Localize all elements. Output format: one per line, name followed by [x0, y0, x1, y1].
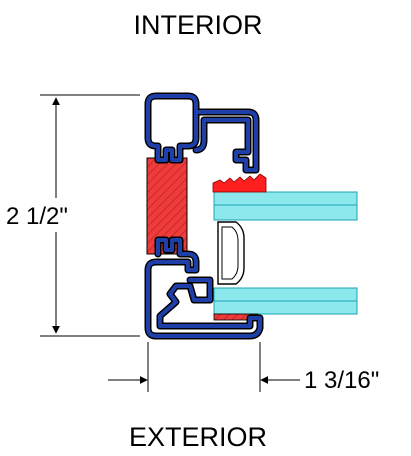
height-dimension: 2 1/2"	[4, 94, 140, 337]
exterior-label: EXTERIOR	[129, 422, 267, 452]
frame-interior-fill	[146, 94, 258, 172]
frame-exterior-extrusion	[144, 236, 264, 340]
glass-spacer-inner	[221, 226, 239, 280]
dimension-text-background	[4, 198, 116, 232]
glass-unit	[213, 191, 358, 315]
frame-interior-extrusion	[144, 92, 260, 174]
glass-lite-interior	[213, 191, 358, 221]
gasket-interior	[212, 173, 267, 193]
width-dimension: 1 3/16"	[108, 342, 379, 394]
frame-exterior-fill	[146, 238, 262, 338]
width-dimension-text: 1 3/16"	[304, 367, 379, 394]
interior-label: INTERIOR	[133, 10, 262, 40]
height-dimension-text: 2 1/2"	[6, 203, 68, 230]
